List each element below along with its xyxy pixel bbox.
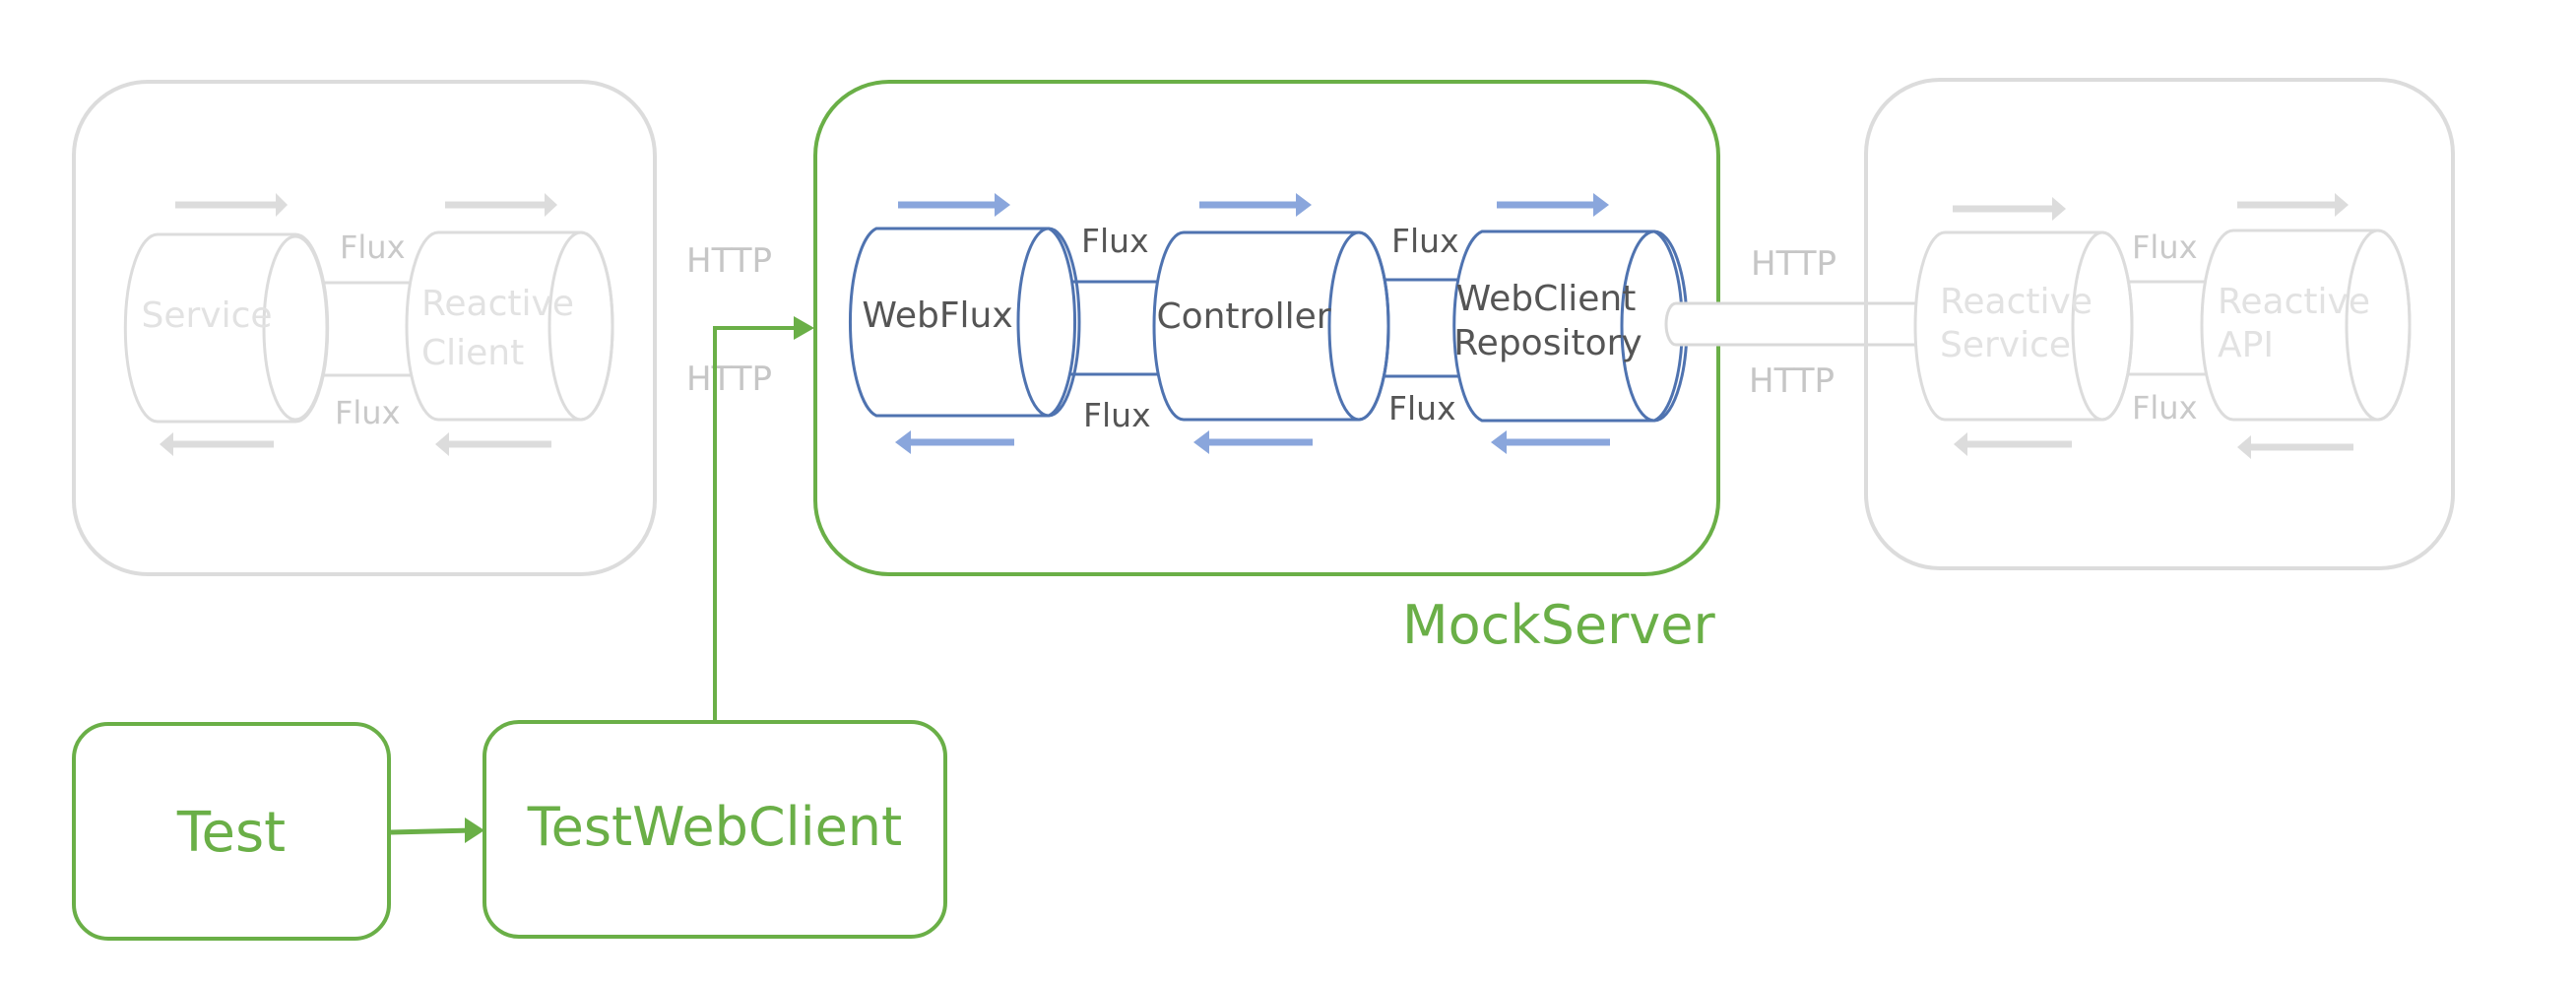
test-label: Test	[176, 801, 286, 865]
repository-label-2: Repository	[1453, 323, 1642, 363]
right-reactive-service-label-1: Reactive	[1940, 282, 2093, 322]
left-service-cylinder: Service	[123, 232, 330, 424]
right-reactive-api-label-2: API	[2218, 325, 2274, 365]
test-web-client-box: TestWebClient	[483, 720, 947, 939]
webflux-cylinder: WebFlux	[848, 227, 1081, 418]
right-http-top-label: HTTP	[1751, 244, 1836, 284]
left-flux-bottom-label: Flux	[335, 394, 401, 431]
right-reactive-service-label-2: Service	[1940, 325, 2071, 365]
left-reactive-client-cylinder: Reactive Client	[405, 230, 614, 422]
left-service-label: Service	[141, 295, 272, 336]
client-to-webflux-arrow	[713, 326, 800, 722]
webflux-label: WebFlux	[862, 295, 1012, 336]
right-http-bottom-label: HTTP	[1749, 361, 1835, 401]
right-flux-top-label: Flux	[2132, 229, 2198, 266]
left-http-bottom-label: HTTP	[686, 360, 772, 399]
left-client-group: Service Reactive Client Flux Flux	[72, 80, 657, 576]
controller-cylinder: Controller	[1152, 230, 1390, 422]
left-http-top-label: HTTP	[686, 241, 772, 281]
webclient-repository-cylinder: WebClient Repository	[1452, 229, 1689, 423]
right-reactive-api-cylinder: Reactive API	[2200, 229, 2412, 422]
test-to-client-arrow	[390, 827, 474, 835]
flux1-bottom-label: Flux	[1083, 396, 1151, 434]
flux2-bottom-label: Flux	[1388, 389, 1456, 427]
test-box: Test	[72, 722, 391, 941]
mock-server-label: MockServer	[1402, 594, 1715, 656]
flux1-top-label: Flux	[1081, 222, 1149, 260]
request-arrows	[898, 193, 1609, 217]
repository-label-1: WebClient	[1456, 279, 1637, 319]
left-reactive-client-label-1: Reactive	[421, 284, 574, 324]
right-flux-bottom-label: Flux	[2132, 389, 2198, 426]
mock-server-group: WebFlux Controller WebClient Repository …	[813, 80, 1720, 576]
right-external-group: Reactive Service Reactive API Flux Flux	[1864, 78, 2455, 570]
external-http-pipe	[1664, 301, 1932, 347]
right-reactive-service-cylinder: Reactive Service	[1913, 230, 2134, 422]
response-arrows	[895, 430, 1610, 454]
flux2-top-label: Flux	[1391, 222, 1459, 260]
right-reactive-api-label-1: Reactive	[2218, 282, 2370, 322]
left-reactive-client-label-2: Client	[421, 333, 524, 373]
controller-label: Controller	[1156, 296, 1330, 337]
test-web-client-label: TestWebClient	[527, 796, 902, 858]
left-flux-top-label: Flux	[340, 229, 406, 266]
